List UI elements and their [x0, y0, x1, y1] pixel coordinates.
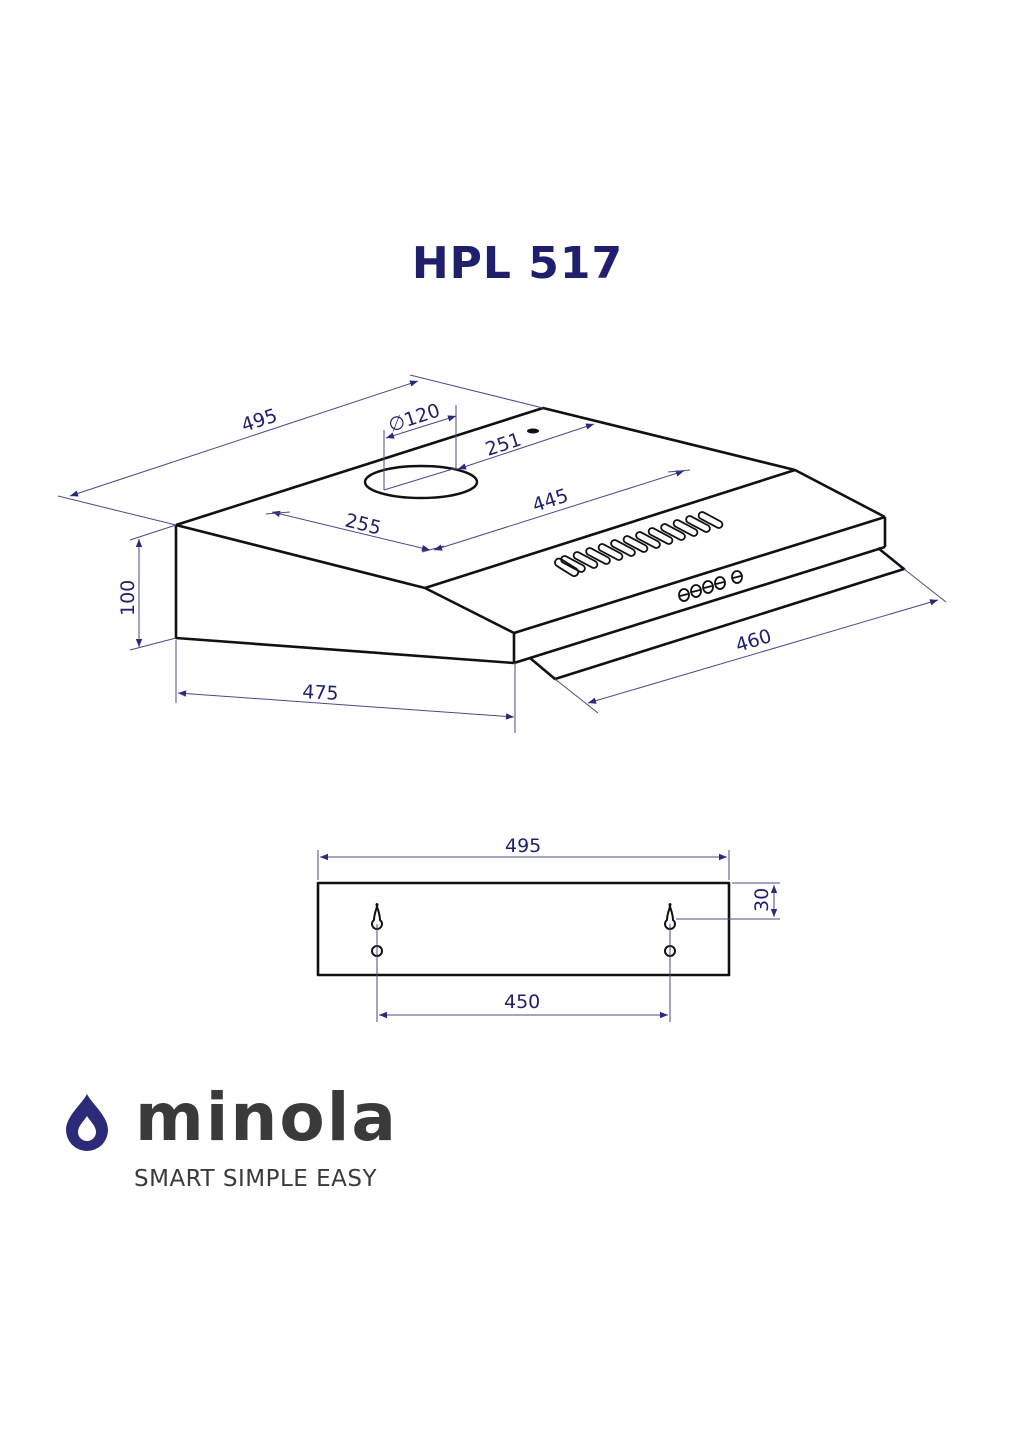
- dim-hole-spacing: 450: [504, 991, 540, 1013]
- hood-front-panel-top: [513, 515, 886, 635]
- vent-slot: [672, 519, 699, 537]
- hood-back-view: 495 450 30: [316, 835, 780, 1022]
- vent-slot: [685, 515, 711, 533]
- control-button: [714, 576, 726, 590]
- vent-slot: [560, 555, 586, 573]
- vent-slot: [585, 547, 611, 565]
- control-button: [690, 584, 702, 598]
- duct-opening: [363, 464, 479, 500]
- hood-slope-edge: [175, 523, 516, 663]
- vent-slot: [660, 523, 686, 541]
- back-panel: [316, 881, 731, 977]
- keyhole-slot-left: [371, 903, 383, 930]
- dim-height: 100: [117, 580, 139, 616]
- dim-depth-side: 475: [302, 681, 339, 705]
- hood-isometric: 495 ∅120 251 255 445 100 475 460: [57, 374, 947, 733]
- control-buttons: [678, 570, 743, 602]
- brand-drop-icon: [66, 1094, 108, 1151]
- brand-tagline: SMART SIMPLE EASY: [134, 1166, 378, 1192]
- vent-slot: [635, 531, 661, 549]
- control-button: [702, 580, 714, 594]
- vent-slots: [554, 557, 580, 577]
- hood-visor: [529, 546, 906, 681]
- hood-front-top-edge: [424, 468, 796, 590]
- indicator-dot: [527, 428, 539, 434]
- vent-slot: [572, 551, 599, 569]
- vent-slot: [697, 511, 724, 529]
- brand-name: minola: [135, 1079, 398, 1156]
- dim-duct-diameter: ∅120: [386, 400, 443, 437]
- control-button: [731, 570, 743, 584]
- dim-front-width: 460: [733, 625, 774, 657]
- dim-left-mount: 255: [343, 510, 384, 540]
- dim-back-total-width: 495: [505, 835, 541, 857]
- dim-mount-spacing: 445: [530, 485, 571, 517]
- keyhole-slot-right: [664, 903, 676, 930]
- product-title: HPL 517: [411, 238, 624, 289]
- hood-left-side: [174, 525, 515, 665]
- dim-total-width: 495: [239, 405, 280, 437]
- vent-slot: [610, 539, 636, 557]
- vent-slot: [647, 527, 674, 545]
- vent-slot: [622, 535, 649, 553]
- vent-slot: [597, 543, 624, 561]
- dim-hole-offset-top: 30: [751, 888, 773, 912]
- dim-duct-offset: 251: [483, 429, 524, 461]
